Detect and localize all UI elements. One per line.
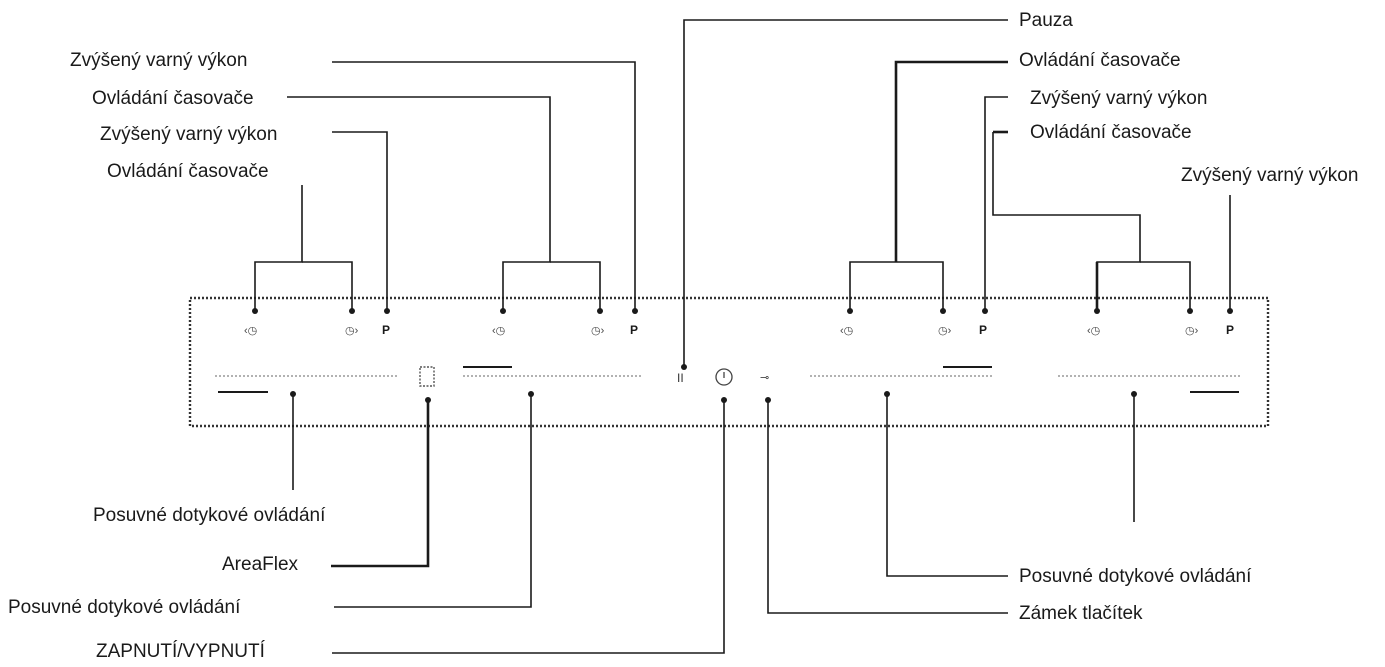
control-panel-outline: [188, 296, 1270, 428]
label-key-lock: Zámek tlačítek: [1019, 603, 1143, 624]
label-power-boost-1: Zvýšený varný výkon: [100, 124, 277, 145]
leader-line: [302, 261, 353, 310]
leader-line: [331, 400, 430, 568]
label-on-off: ZAPNUTÍ/VYPNUTÍ: [96, 641, 266, 662]
timer-up-icon: ◷›: [938, 325, 952, 337]
leader-line: [992, 132, 1141, 310]
label-slider-control-3: Posuvné dotykové ovládání: [1019, 566, 1252, 587]
label-power-boost-3: Zvýšený varný výkon: [1030, 88, 1207, 109]
power-boost-icon: P: [979, 323, 987, 337]
leader-line: [287, 96, 551, 310]
label-power-boost-2: Zvýšený varný výkon: [70, 50, 247, 71]
timer-up-icon: ◷›: [345, 325, 359, 337]
leader-line: [894, 60, 1008, 262]
label-pause: Pauza: [1019, 10, 1073, 31]
on-off-icon: [715, 368, 733, 386]
leader-line: [886, 394, 1008, 577]
label-timer-control-3: Ovládání časovače: [1019, 50, 1181, 71]
leader-line: [334, 394, 532, 608]
label-power-boost-4: Zvýšený varný výkon: [1181, 165, 1358, 186]
label-slider-control-2: Posuvné dotykové ovládání: [8, 597, 241, 618]
leader-line: [767, 400, 1008, 614]
leader-line: [550, 261, 601, 310]
pause-icon: II: [677, 371, 684, 385]
leader-line: [332, 400, 725, 654]
label-slider-control-1: Posuvné dotykové ovládání: [93, 505, 326, 526]
label-timer-control-2: Ovládání časovače: [92, 88, 254, 109]
timer-down-icon: ‹◷: [840, 325, 853, 337]
timer-up-icon: ◷›: [591, 325, 605, 337]
label-areaflex: AreaFlex: [222, 554, 299, 575]
leader-line: [683, 19, 1008, 367]
power-boost-icon: P: [630, 323, 638, 337]
leader-line: [896, 261, 944, 310]
leader-line: [1140, 261, 1191, 310]
label-timer-control-1: Ovládání časovače: [107, 161, 269, 182]
areaflex-icon: [419, 366, 435, 387]
leader-line: [332, 61, 636, 310]
leader-line: [984, 96, 1008, 310]
timer-down-icon: ‹◷: [492, 325, 505, 337]
power-boost-icon: P: [382, 323, 390, 337]
key-lock-icon: ⊸: [760, 372, 769, 384]
label-timer-control-4: Ovládání časovače: [1030, 122, 1192, 143]
timer-down-icon: ‹◷: [1087, 325, 1100, 337]
leader-line: [332, 131, 388, 310]
leader-line: [254, 185, 303, 310]
power-boost-icon: P: [1226, 323, 1234, 337]
timer-up-icon: ◷›: [1185, 325, 1199, 337]
leader-line: [849, 261, 896, 310]
timer-down-icon: ‹◷: [244, 325, 257, 337]
